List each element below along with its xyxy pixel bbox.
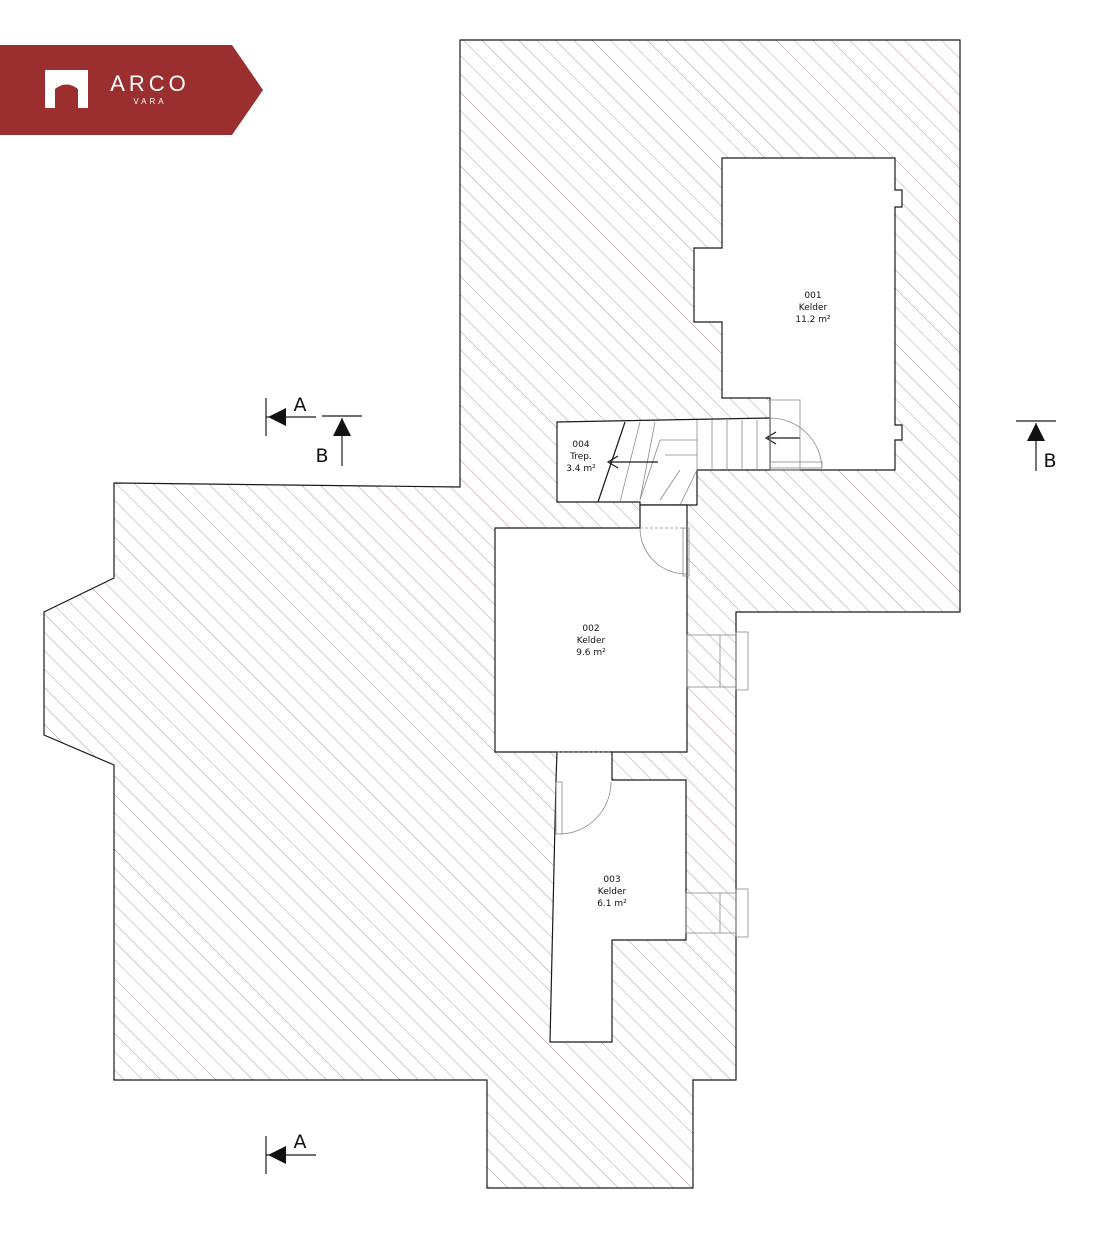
room-002-name: Kelder xyxy=(577,636,606,646)
svg-text:9.6 m²: 9.6 m² xyxy=(576,648,606,658)
section-arrow-icon xyxy=(1027,423,1045,441)
door-004-002 xyxy=(639,527,690,577)
logo-brand: ARCO xyxy=(110,71,190,96)
svg-text:3.4 m²: 3.4 m² xyxy=(566,464,596,474)
section-b-right-label: B xyxy=(1043,450,1056,472)
room-003-unit: m² xyxy=(614,899,627,909)
window-003 xyxy=(685,888,749,938)
section-a-bottom-label: A xyxy=(294,1131,307,1153)
room-004-unit: m² xyxy=(583,464,596,474)
room-002-label: 002 Kelder 9.6 m² xyxy=(576,624,606,658)
room-001-number: 001 xyxy=(804,291,821,301)
stair-treads xyxy=(597,420,800,506)
logo-sub: VARA xyxy=(133,97,166,106)
house-icon xyxy=(45,70,88,108)
section-arrow-icon xyxy=(268,408,286,426)
section-arrow-icon xyxy=(333,418,351,436)
door-002-003 xyxy=(555,751,612,835)
room-003-area: 6.1 xyxy=(597,899,611,909)
section-a-top-label: A xyxy=(294,394,307,416)
room-004-label: 004 Trep. 3.4 m² xyxy=(566,440,596,474)
room-004-name: Trep. xyxy=(569,452,592,462)
door-004-001 xyxy=(769,417,823,469)
room-004-area: 3.4 xyxy=(566,464,581,474)
section-marker-b-right: B xyxy=(1016,420,1057,472)
section-marker-a-bottom: A xyxy=(265,1131,316,1174)
room-001-name: Kelder xyxy=(799,303,828,313)
room-001-label: 001 Kelder 11.2 m² xyxy=(795,291,831,325)
section-marker-a-top: A xyxy=(265,394,316,436)
room-002-number: 002 xyxy=(582,624,599,634)
room-001-unit: m² xyxy=(818,315,831,325)
logo: ARCO VARA xyxy=(0,45,263,135)
section-b-left-label: B xyxy=(315,445,328,467)
section-marker-b-left: B xyxy=(315,415,362,467)
logo-banner xyxy=(0,45,263,135)
svg-text:11.2 m²: 11.2 m² xyxy=(795,315,831,325)
section-arrow-icon xyxy=(268,1146,286,1164)
room-002-unit: m² xyxy=(593,648,606,658)
room-004-number: 004 xyxy=(572,440,589,450)
room-003-number: 003 xyxy=(603,875,620,885)
room-001 xyxy=(693,157,903,471)
window-002 xyxy=(686,631,749,691)
room-001-area: 11.2 xyxy=(795,315,815,325)
room-003 xyxy=(549,751,687,1043)
room-002-area: 9.6 xyxy=(576,648,591,658)
room-003-label: 003 Kelder 6.1 m² xyxy=(597,875,627,909)
svg-text:6.1 m²: 6.1 m² xyxy=(597,899,627,909)
room-003-name: Kelder xyxy=(598,887,627,897)
window-001 xyxy=(769,399,801,471)
